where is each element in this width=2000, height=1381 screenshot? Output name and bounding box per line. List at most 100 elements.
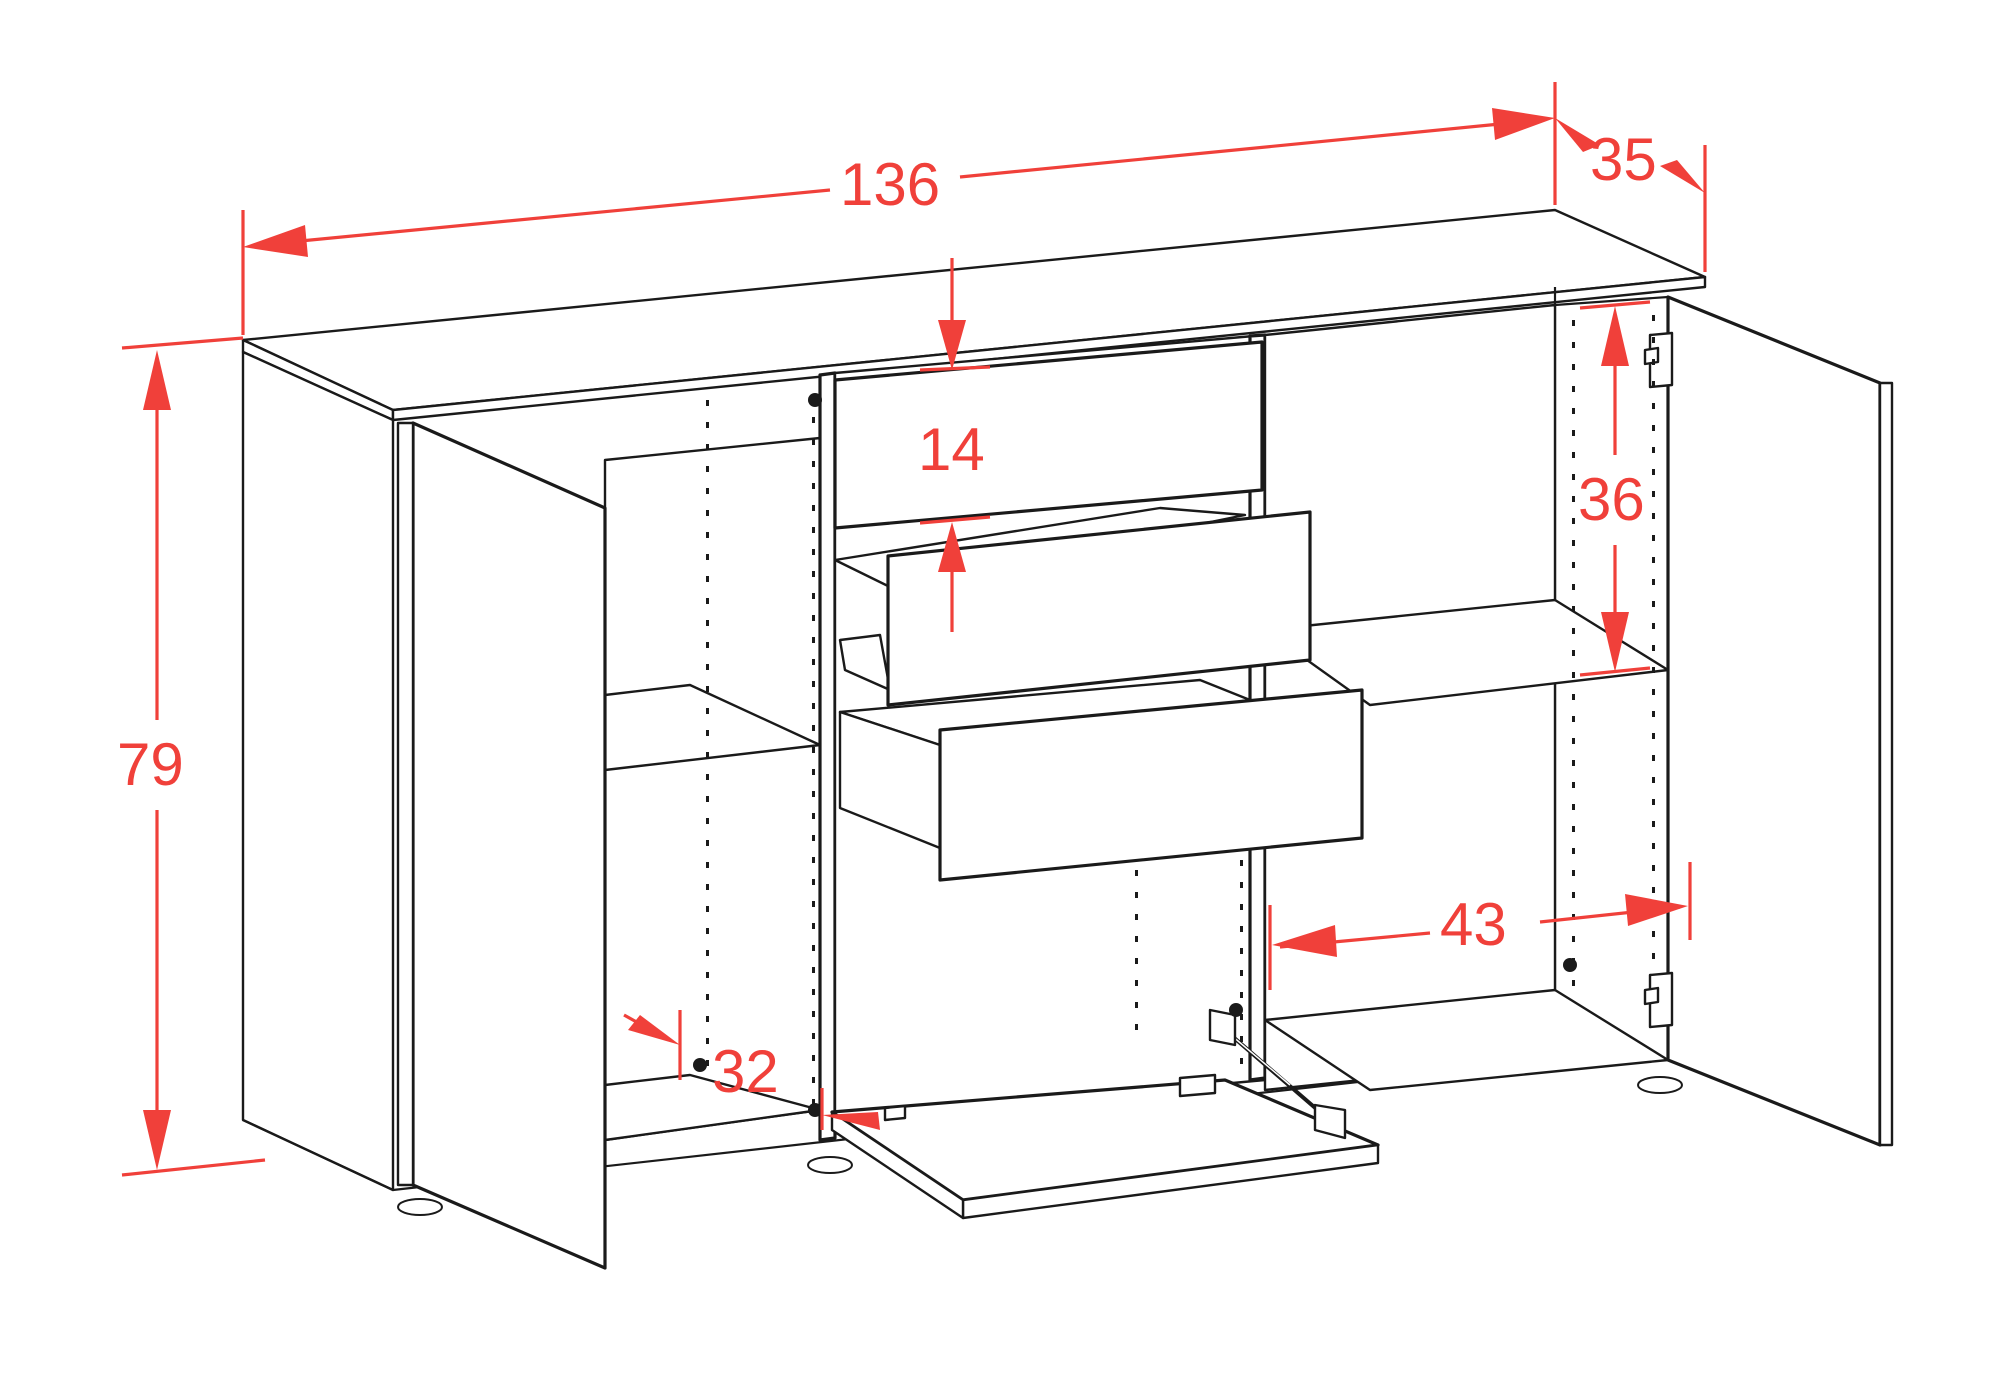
screw-icon	[808, 1103, 822, 1117]
pin-hole	[706, 488, 709, 494]
pin-hole	[1572, 760, 1575, 766]
pin-hole	[812, 439, 815, 445]
pin-hole	[706, 972, 709, 978]
pin-hole	[1652, 689, 1655, 695]
pin-hole	[812, 461, 815, 467]
center-divider-left	[818, 371, 837, 1142]
pin-hole	[706, 510, 709, 516]
dimension-shelf-spacing: 36	[1578, 300, 1651, 677]
pin-hole	[1240, 970, 1243, 976]
dimension-height: 79	[117, 336, 266, 1177]
pin-hole	[706, 818, 709, 824]
pin-hole	[1652, 711, 1655, 717]
pin-hole	[706, 1060, 709, 1066]
left-compartment	[603, 436, 822, 1142]
pin-hole	[1572, 870, 1575, 876]
pin-hole	[706, 708, 709, 714]
pin-hole	[812, 813, 815, 819]
pin-hole	[812, 1077, 815, 1083]
pin-hole	[706, 576, 709, 582]
height-label: 79	[117, 731, 184, 798]
panel-thickness-label: 32	[712, 1038, 779, 1105]
pin-hole	[1652, 821, 1655, 827]
screw-icon	[808, 393, 822, 407]
pin-hole	[1652, 865, 1655, 871]
pin-hole	[1652, 491, 1655, 497]
drawers	[833, 340, 1364, 882]
pin-hole	[1652, 755, 1655, 761]
pin-hole	[812, 549, 815, 555]
pin-hole	[706, 1016, 709, 1022]
dimension-depth: 35	[1555, 118, 1707, 272]
pin-hole	[812, 1033, 815, 1039]
pin-hole	[1572, 408, 1575, 414]
pin-hole	[1240, 860, 1243, 866]
pin-hole	[1572, 848, 1575, 854]
pin-hole	[1652, 733, 1655, 739]
pin-hole	[812, 417, 815, 423]
pin-hole	[706, 862, 709, 868]
pin-hole	[1652, 381, 1655, 387]
pin-hole	[706, 642, 709, 648]
pin-hole	[706, 928, 709, 934]
pin-hole	[812, 769, 815, 775]
pin-hole	[812, 681, 815, 687]
flap-door	[830, 1008, 1380, 1220]
pin-hole	[1572, 826, 1575, 832]
pin-hole	[812, 945, 815, 951]
pin-hole	[1652, 931, 1655, 937]
pin-hole	[1240, 904, 1243, 910]
pin-hole	[706, 554, 709, 560]
depth-label: 35	[1590, 126, 1657, 193]
pin-hole	[706, 774, 709, 780]
pin-hole	[706, 730, 709, 736]
hinge-bottom-icon	[1648, 971, 1674, 1029]
dimensions: 136 35 79 14	[117, 82, 1707, 1177]
pin-hole	[1135, 1024, 1138, 1030]
pin-hole	[706, 466, 709, 472]
dimension-panel-thickness: 32	[623, 1010, 880, 1130]
pin-hole	[1652, 447, 1655, 453]
pin-hole	[812, 527, 815, 533]
pin-hole	[812, 505, 815, 511]
pin-hole	[706, 686, 709, 692]
pin-hole	[1572, 650, 1575, 656]
right-door	[1643, 295, 1894, 1147]
pin-hole	[706, 532, 709, 538]
pin-hole	[1652, 953, 1655, 959]
screw-icon	[1563, 958, 1577, 972]
pin-hole	[1572, 936, 1575, 942]
pin-hole	[1572, 386, 1575, 392]
pin-hole	[1652, 645, 1655, 651]
pin-hole	[1572, 606, 1575, 612]
pin-hole	[1240, 1058, 1243, 1064]
pin-hole	[706, 884, 709, 890]
pin-hole	[1135, 936, 1138, 942]
pin-hole	[706, 840, 709, 846]
pin-hole	[812, 835, 815, 841]
pin-hole	[706, 422, 709, 428]
pin-hole	[1240, 1014, 1243, 1020]
pin-hole	[1572, 628, 1575, 634]
drawer-front-bottom	[938, 688, 1364, 882]
pin-hole	[1652, 403, 1655, 409]
hinge-top-icon	[1648, 331, 1674, 389]
pin-hole	[1572, 672, 1575, 678]
pin-hole	[1652, 799, 1655, 805]
pin-hole	[812, 703, 815, 709]
pin-hole	[1240, 992, 1243, 998]
pin-hole	[1135, 980, 1138, 986]
pin-hole	[812, 637, 815, 643]
pin-hole	[1572, 364, 1575, 370]
pin-hole	[1135, 914, 1138, 920]
pin-hole	[812, 659, 815, 665]
shelf-spacing-label: 36	[1578, 466, 1645, 533]
pin-hole	[1652, 425, 1655, 431]
pin-hole	[1240, 882, 1243, 888]
pin-hole	[1240, 948, 1243, 954]
pin-hole	[706, 400, 709, 406]
drawer-height-label: 14	[918, 416, 985, 483]
pin-hole	[1652, 887, 1655, 893]
pin-hole	[812, 1011, 815, 1017]
